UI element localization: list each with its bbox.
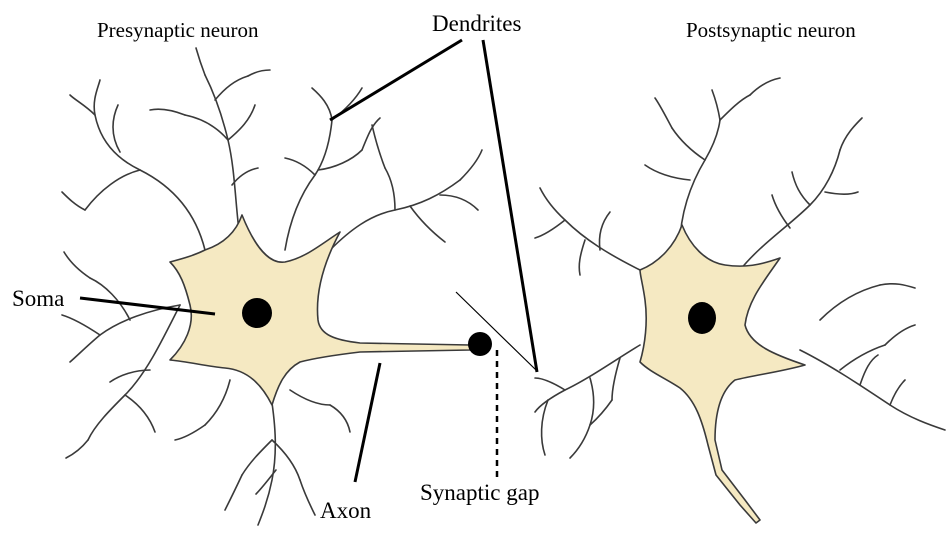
postsynaptic-soma [640, 225, 805, 523]
presynaptic-nucleus [242, 298, 272, 328]
soma-label: Soma [12, 287, 64, 310]
postsynaptic-boundary-line [456, 292, 536, 370]
postsynaptic-neuron-label: Postsynaptic neuron [686, 20, 856, 41]
axon-leader-line [355, 363, 380, 482]
postsynaptic-nucleus [688, 302, 716, 334]
dendrites-label: Dendrites [432, 12, 521, 35]
axon-terminal [468, 332, 492, 356]
axon-label: Axon [320, 499, 371, 522]
presynaptic-neuron-label: Presynaptic neuron [97, 20, 259, 41]
synaptic-gap-label: Synaptic gap [420, 481, 539, 504]
dendrites-leader-line-right [483, 40, 537, 372]
presynaptic-soma [170, 215, 470, 405]
dendrites-leader-line-left [330, 40, 462, 120]
